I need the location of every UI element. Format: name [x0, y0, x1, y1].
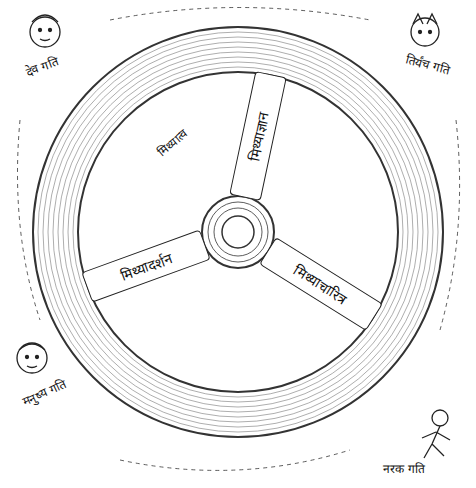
- region-label: मिथ्यात्व: [152, 123, 193, 161]
- spoke-label: मिथ्याज्ञान: [244, 110, 273, 163]
- gati-label: नरक गति: [381, 460, 427, 477]
- wheel-spoke: मिथ्यादर्शन: [81, 229, 210, 302]
- wheel-spoke: मिथ्याचारित्र: [259, 237, 383, 331]
- gati-label: देव गति: [21, 52, 62, 81]
- wheel-spoke: मिथ्याज्ञान: [230, 71, 287, 201]
- spoke-label: मिथ्याचारित्र: [291, 260, 352, 308]
- gati-label: तिर्यंच गति: [402, 49, 455, 78]
- gati-label: मनुष्य गति: [17, 374, 70, 411]
- spoke-label: मिथ्यादर्शन: [117, 247, 174, 283]
